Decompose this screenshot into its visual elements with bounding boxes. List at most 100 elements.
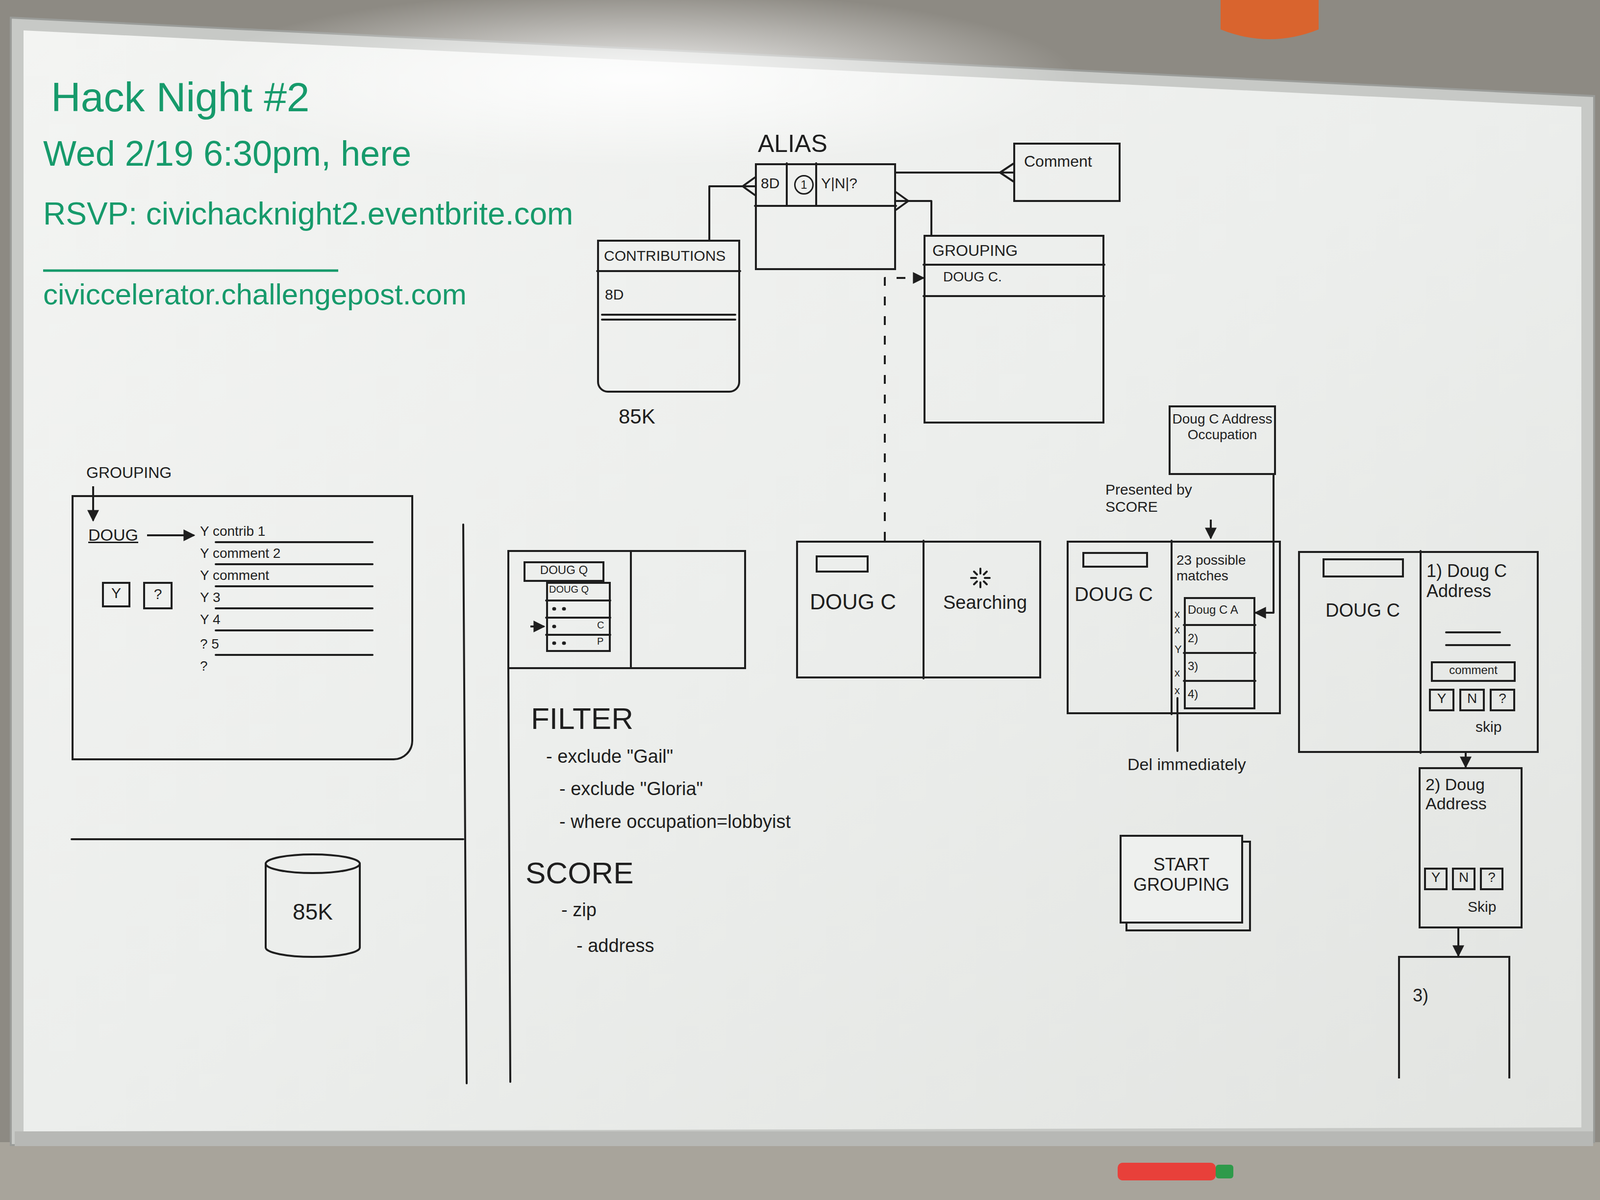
entity-table: GROUPINGDOUG C. (923, 234, 1105, 424)
screen-mockup: GROUPINGDOUGY? (71, 495, 414, 761)
green-underline (43, 269, 339, 273)
node-heading: comment (1432, 663, 1514, 677)
board-frame (10, 17, 1595, 1146)
header-text: RSVP: civichacknight2.eventbrite.com (43, 196, 574, 233)
comment-field: comment (1430, 661, 1516, 682)
node-text: 1) Doug C Address (1426, 560, 1530, 602)
search-field: DOUG Q (523, 561, 605, 582)
node-text: Y|N|? (821, 175, 858, 193)
button: Y (1424, 867, 1448, 891)
connector (1255, 475, 1274, 613)
note-text: - where occupation=lobbyist (559, 811, 791, 833)
button: N (1459, 688, 1485, 712)
node-heading: DOUG C (1074, 582, 1153, 606)
node-heading: ? (145, 585, 171, 603)
list-dots (553, 608, 565, 644)
connector (896, 200, 932, 235)
node-heading: Doug C Address Occupation (1170, 411, 1275, 443)
note-text: x (1174, 607, 1180, 621)
dashed-connector (884, 277, 924, 541)
node-text: DOUG C. (943, 269, 1002, 285)
pointer-arrow (530, 625, 545, 628)
note-text: Y comment (200, 567, 270, 584)
node-heading: 85K (263, 899, 363, 925)
screen-mockup: DOUG C Searching (796, 540, 1042, 679)
result-list: DOUG Q CP (546, 581, 611, 652)
node-heading: START GROUPING (1121, 854, 1242, 896)
node-heading: N (1461, 690, 1483, 707)
screen-mockup: DOUG C 1) Doug C Address skip commentYN? (1298, 550, 1539, 753)
connector (896, 171, 1014, 174)
node-text: Searching (943, 592, 1027, 614)
button: Y (101, 581, 131, 608)
red-marker (1117, 1162, 1216, 1181)
start-button: START GROUPING (1119, 834, 1244, 924)
pointer-arrow (92, 486, 95, 521)
node-text: 3) (1187, 659, 1199, 674)
node-heading: Doug C A (1187, 602, 1239, 617)
note-text: - zip (561, 899, 597, 922)
header-text: civiccelerator.challengepost.com (43, 277, 467, 312)
node-heading: ALIAS (757, 129, 828, 159)
note-text: FILTER (530, 700, 634, 736)
note-text: x (1174, 666, 1180, 679)
button: ? (1479, 867, 1504, 891)
callout-box: Doug C Address Occupation (1168, 405, 1276, 475)
node-text: 8D (760, 175, 780, 193)
marker-cap (1215, 1164, 1234, 1179)
note-text: SCORE (525, 855, 634, 891)
note-text: Del immediately (1127, 754, 1247, 775)
title: Hack Night #2 (50, 73, 310, 122)
marker-tray (14, 1131, 1594, 1147)
button: ? (143, 581, 173, 610)
note-text: ? 5 (200, 636, 220, 652)
note-text: Y comment 2 (200, 545, 281, 562)
button: ? (1489, 688, 1516, 712)
screen-mockup: 3) (1398, 955, 1511, 1079)
connector (1457, 928, 1460, 956)
button: N (1451, 867, 1476, 891)
node-heading: N (1453, 869, 1474, 886)
result-list: Doug C A 2) 3) 4) (1183, 597, 1256, 710)
board-surface (23, 30, 1582, 1132)
entity-table: CONTRIBUTIONS8D (597, 239, 741, 393)
node-heading: Comment (1024, 152, 1093, 171)
node-heading: 2) Doug Address (1425, 775, 1516, 814)
node-text: 2) (1187, 631, 1199, 646)
node-heading: Y (1425, 869, 1446, 886)
note-text: Y 3 (200, 589, 221, 606)
node-text: Skip (1467, 898, 1497, 916)
node-text: 1 (794, 175, 814, 195)
pointer-arrow (147, 534, 195, 537)
node-heading: GROUPING (86, 463, 172, 482)
screen-mockup: 2) Doug AddressSkip YN? (1418, 767, 1523, 929)
database-cylinder: 85K (263, 851, 363, 960)
connector (709, 186, 755, 240)
note-text: - exclude "Gloria" (559, 778, 703, 800)
node-heading: CONTRIBUTIONS (603, 247, 726, 265)
note-text: Y 4 (200, 611, 221, 628)
floor (0, 1142, 1600, 1200)
node-text: C (597, 619, 604, 631)
header-text: Wed 2/19 6:30pm, here (43, 133, 412, 175)
entity-table: ALIAS8D1Y|N|? (754, 163, 897, 271)
screen-mockup: DOUG C23 possible matchesDoug C A2)3)4) (1066, 540, 1281, 715)
node-text: DOUG (88, 525, 139, 545)
node-heading: DOUG Q (549, 583, 589, 596)
node-heading: DOUG C (809, 589, 897, 615)
note-text: Y (1174, 643, 1182, 656)
button: Y (1428, 688, 1455, 712)
node-heading: DOUG C (1325, 600, 1400, 622)
note-text: 85K (618, 404, 656, 429)
note-text: Y contrib 1 (200, 523, 266, 540)
node-text: 4) (1187, 687, 1199, 701)
node-text: P (597, 635, 604, 648)
orange-pipe (1220, 0, 1319, 40)
pointer-arrow (1209, 519, 1212, 539)
entity-table: Comment (1013, 142, 1121, 202)
note-text: x (1174, 623, 1180, 636)
node-heading: Y (103, 584, 129, 602)
node-text: skip (1475, 718, 1502, 736)
